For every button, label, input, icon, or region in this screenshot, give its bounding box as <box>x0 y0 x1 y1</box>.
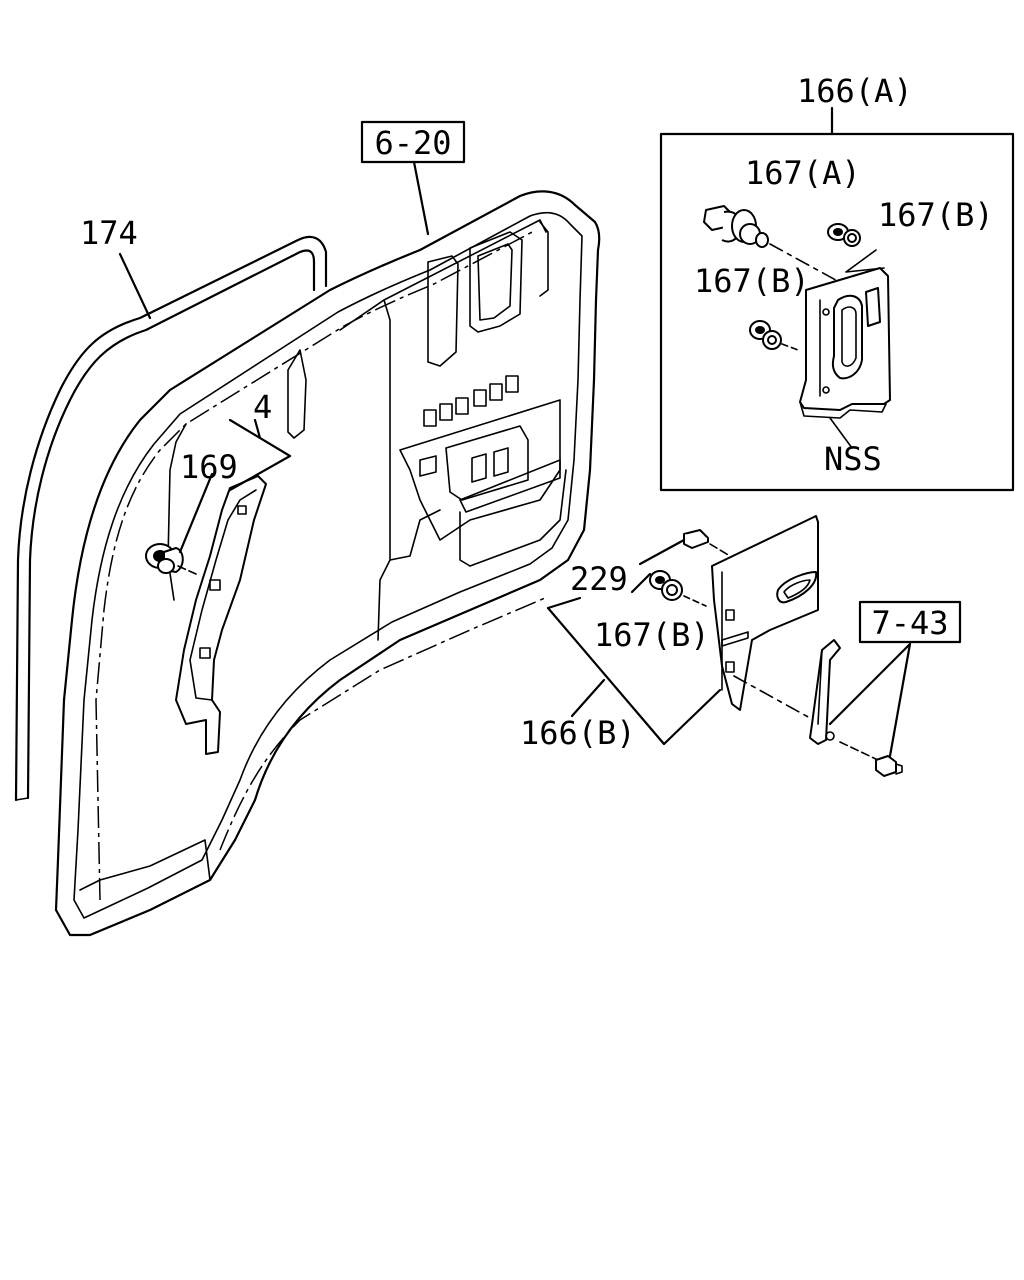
leader-lines-lower <box>546 538 912 758</box>
label-169: 169 <box>180 448 238 486</box>
label-4: 4 <box>253 388 272 426</box>
detail-box-166a <box>659 106 1015 492</box>
reference-box-7-43[interactable]: 7-43 <box>858 600 962 644</box>
clip-167b-lower <box>649 570 707 607</box>
label-229: 229 <box>570 560 628 598</box>
label-167b-lower: 167(B) <box>594 616 710 654</box>
clip-167b-top <box>827 223 861 247</box>
label-166b: 166(B) <box>520 714 636 752</box>
clip-169 <box>145 543 197 575</box>
leader-lines <box>118 160 430 554</box>
label-166a: 166(A) <box>797 72 913 110</box>
clip-167b-mid <box>749 320 799 351</box>
bracket-7-43 <box>733 639 903 777</box>
label-6-20: 6-20 <box>374 124 451 162</box>
label-7-43: 7-43 <box>871 604 948 642</box>
nss-panel <box>799 267 891 419</box>
panel-166b <box>649 515 903 777</box>
label-167a: 167(A) <box>745 154 861 192</box>
door-inner-panel <box>54 190 601 937</box>
label-174: 174 <box>80 214 138 252</box>
label-167b-mid: 167(B) <box>694 262 810 300</box>
label-167b-top: 167(B) <box>878 196 994 234</box>
trim-piece-4 <box>175 475 267 755</box>
reference-box-6-20[interactable]: 6-20 <box>360 120 466 164</box>
weatherstrip-174 <box>14 235 328 802</box>
label-nss: NSS <box>824 440 882 478</box>
